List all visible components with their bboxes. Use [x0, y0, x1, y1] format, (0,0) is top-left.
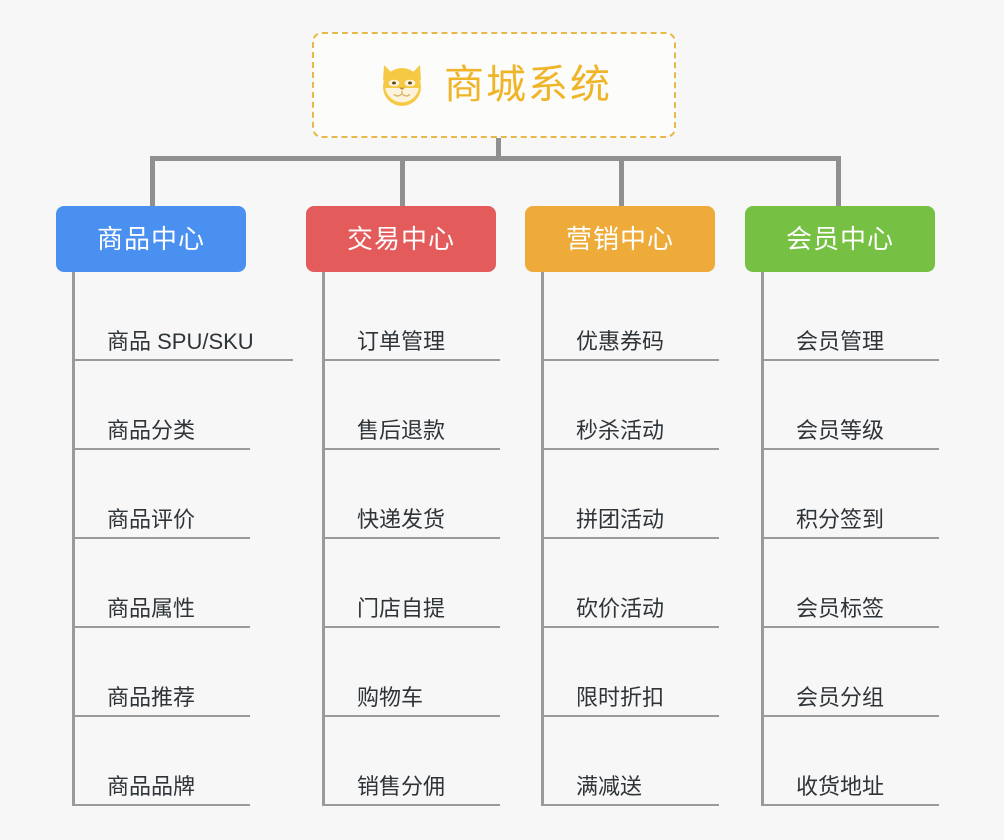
leaf-item-label: 商品 SPU/SKU — [107, 328, 254, 354]
leaf-list-member: 会员管理 会员等级 积分签到 会员标签 会员分组 收货地址 — [761, 272, 939, 806]
connector-drop-4 — [836, 158, 841, 210]
leaf-item[interactable]: 门店自提 — [325, 539, 500, 628]
leaf-item-label: 会员管理 — [796, 328, 885, 354]
leaf-item[interactable]: 商品属性 — [75, 539, 250, 628]
category-header-marketing[interactable]: 营销中心 — [525, 206, 715, 272]
category-header-member[interactable]: 会员中心 — [745, 206, 935, 272]
leaf-item-label: 商品分类 — [107, 417, 196, 443]
leaf-list-trade: 订单管理 售后退款 快递发货 门店自提 购物车 销售分佣 — [322, 272, 500, 806]
category-column-product: 商品中心 商品 SPU/SKU 商品分类 商品评价 商品属性 商品推荐 商品品牌 — [56, 206, 293, 806]
category-header-label: 交易中心 — [346, 224, 455, 254]
leaf-item-label: 满减送 — [576, 773, 643, 799]
connector-drop-1 — [150, 158, 155, 210]
leaf-item-label: 会员分组 — [796, 684, 885, 710]
category-header-label: 营销中心 — [565, 224, 674, 254]
leaf-item-label: 快递发货 — [357, 506, 446, 532]
category-header-label: 商品中心 — [96, 224, 205, 254]
leaf-item[interactable]: 商品分类 — [75, 361, 250, 450]
leaf-item[interactable]: 商品品牌 — [75, 717, 250, 806]
leaf-item-label: 收货地址 — [796, 773, 885, 799]
leaf-item-label: 秒杀活动 — [576, 417, 665, 443]
leaf-item[interactable]: 秒杀活动 — [544, 361, 719, 450]
leaf-item[interactable]: 商品 SPU/SKU — [75, 272, 293, 361]
leaf-item[interactable]: 商品评价 — [75, 450, 250, 539]
leaf-item-label: 订单管理 — [357, 328, 446, 354]
leaf-item-label: 积分签到 — [796, 506, 885, 532]
category-column-marketing: 营销中心 优惠券码 秒杀活动 拼团活动 砍价活动 限时折扣 满减送 — [525, 206, 719, 806]
leaf-item[interactable]: 售后退款 — [325, 361, 500, 450]
category-header-product[interactable]: 商品中心 — [56, 206, 246, 272]
root-title: 商城系统 — [444, 63, 612, 107]
category-column-member: 会员中心 会员管理 会员等级 积分签到 会员标签 会员分组 收货地址 — [745, 206, 939, 806]
leaf-item-label: 商品品牌 — [107, 773, 196, 799]
leaf-item[interactable]: 购物车 — [325, 628, 500, 717]
leaf-item-label: 购物车 — [357, 684, 424, 710]
leaf-item[interactable]: 会员标签 — [764, 539, 939, 628]
leaf-item[interactable]: 优惠券码 — [544, 272, 719, 361]
leaf-item-label: 销售分佣 — [357, 773, 446, 799]
leaf-item-label: 商品推荐 — [107, 684, 196, 710]
leaf-item-label: 拼团活动 — [576, 506, 665, 532]
leaf-item[interactable]: 收货地址 — [764, 717, 939, 806]
leaf-item[interactable]: 会员分组 — [764, 628, 939, 717]
root-node-shop-system[interactable]: 商城系统 — [312, 32, 676, 138]
leaf-item-label: 会员等级 — [796, 417, 885, 443]
leaf-item[interactable]: 满减送 — [544, 717, 719, 806]
category-header-trade[interactable]: 交易中心 — [306, 206, 496, 272]
leaf-item-label: 会员标签 — [796, 595, 885, 621]
leaf-item[interactable]: 会员等级 — [764, 361, 939, 450]
connector-drop-3 — [619, 158, 624, 210]
leaf-item-label: 商品属性 — [107, 595, 196, 621]
leaf-item[interactable]: 砍价活动 — [544, 539, 719, 628]
connector-stem — [496, 138, 501, 160]
leaf-list-marketing: 优惠券码 秒杀活动 拼团活动 砍价活动 限时折扣 满减送 — [541, 272, 719, 806]
leaf-list-product: 商品 SPU/SKU 商品分类 商品评价 商品属性 商品推荐 商品品牌 — [72, 272, 293, 806]
leaf-item-label: 限时折扣 — [576, 684, 665, 710]
leaf-item-label: 砍价活动 — [576, 595, 665, 621]
leaf-item[interactable]: 拼团活动 — [544, 450, 719, 539]
leaf-item[interactable]: 快递发货 — [325, 450, 500, 539]
leaf-item-label: 售后退款 — [357, 417, 446, 443]
leaf-item-label: 优惠券码 — [576, 328, 665, 354]
connector-drop-2 — [400, 158, 405, 210]
leaf-item[interactable]: 订单管理 — [325, 272, 500, 361]
shiba-dog-face-icon — [376, 59, 428, 111]
leaf-item[interactable]: 会员管理 — [764, 272, 939, 361]
category-column-trade: 交易中心 订单管理 售后退款 快递发货 门店自提 购物车 销售分佣 — [306, 206, 500, 806]
leaf-item[interactable]: 限时折扣 — [544, 628, 719, 717]
category-header-label: 会员中心 — [785, 224, 894, 254]
leaf-item[interactable]: 销售分佣 — [325, 717, 500, 806]
leaf-item[interactable]: 商品推荐 — [75, 628, 250, 717]
leaf-item[interactable]: 积分签到 — [764, 450, 939, 539]
leaf-item-label: 商品评价 — [107, 506, 196, 532]
leaf-item-label: 门店自提 — [357, 595, 446, 621]
connector-horizontal-bar — [150, 156, 841, 161]
